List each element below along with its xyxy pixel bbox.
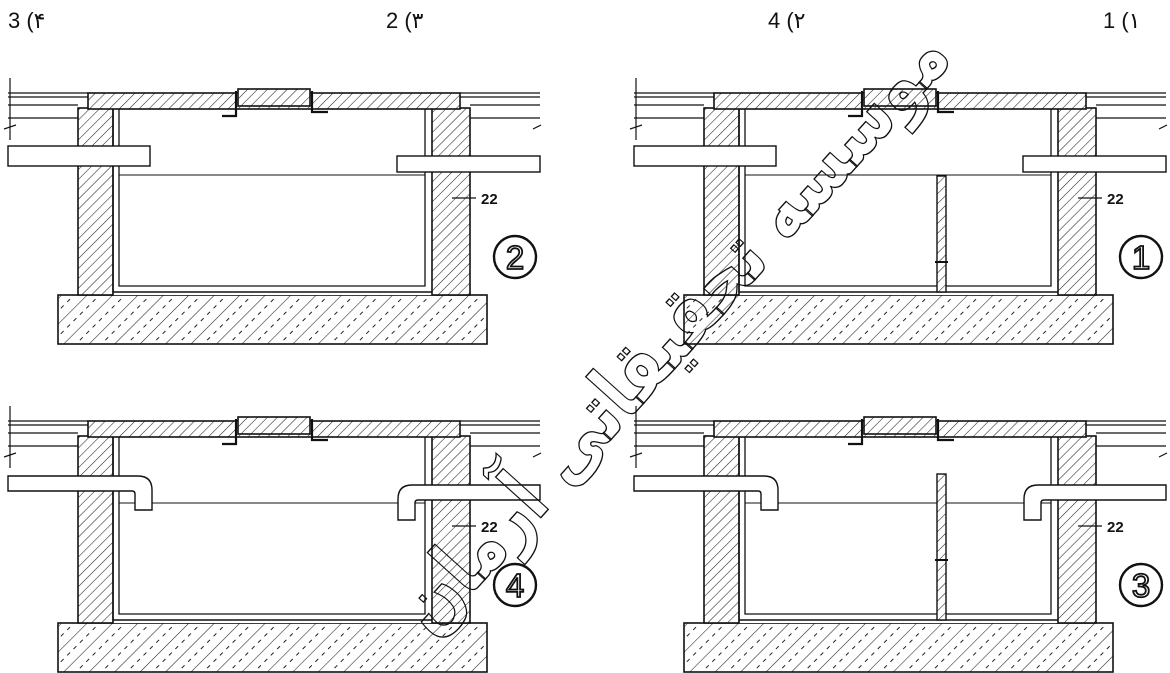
existing-floor-left — [629, 406, 714, 468]
foundation-slab — [683, 622, 1114, 673]
outlet-elbow-pipe — [397, 484, 541, 521]
right-wall — [431, 107, 471, 296]
diagram-number: 3 — [1132, 567, 1150, 604]
option-label-3: 2 (۳ — [386, 8, 424, 33]
existing-floor-left — [629, 78, 714, 140]
diagram-number: 1 — [1132, 239, 1150, 276]
lid-lip-left — [848, 91, 864, 118]
left-wall — [703, 435, 740, 624]
left-wall — [703, 107, 740, 296]
tank-interior — [113, 437, 432, 623]
wall-inner-face — [738, 437, 1058, 621]
right-wall — [431, 435, 471, 624]
diagram-number: 2 — [506, 239, 524, 276]
floor-line — [532, 452, 542, 458]
tank-diagram-3: 22 3 — [629, 406, 1168, 673]
diagram-number-badge: 1 — [1118, 234, 1164, 280]
wall-inner-face — [112, 109, 432, 293]
number-circle — [492, 234, 538, 280]
diagram-number-badge: 2 — [492, 234, 538, 280]
option-label-1: 1 (۱ — [1103, 8, 1141, 33]
lid-lip-left — [222, 419, 238, 446]
dimension-label: 22 — [481, 191, 498, 208]
foundation-slab — [57, 622, 488, 673]
plaster-lining — [744, 109, 1052, 287]
baffle-wall — [936, 175, 947, 293]
floor-line — [3, 124, 17, 130]
baffle-wall — [936, 473, 947, 621]
outlet-elbow-pipe — [1023, 484, 1167, 521]
diagram-number-badge: 4 — [492, 562, 538, 608]
floor-line — [3, 452, 17, 458]
floor-line — [1158, 452, 1168, 458]
floor-line — [1158, 124, 1168, 130]
number-circle — [1118, 562, 1164, 608]
manhole-lid — [863, 88, 937, 107]
left-wall — [77, 107, 114, 296]
dimension-label: 22 — [481, 519, 498, 536]
tank-diagram-1: 22 1 — [629, 78, 1168, 345]
left-wall — [77, 435, 114, 624]
existing-floor-right — [1086, 420, 1168, 458]
inlet-elbow-pipe — [7, 475, 153, 511]
tank-diagram-4: 22 4 — [3, 406, 542, 673]
option-label-4: 3 (۴ — [8, 8, 46, 33]
manhole-lid — [237, 88, 311, 107]
tank-diagram-2: 222 — [3, 78, 542, 345]
plaster-lining — [118, 437, 426, 615]
lid-lip-left — [848, 419, 864, 446]
outlet-pipe — [1022, 155, 1167, 173]
lid-lip-right — [936, 91, 954, 114]
tank-interior — [739, 437, 1058, 623]
plaster-lining — [118, 109, 426, 287]
option-label-2: 4 (۲ — [768, 8, 806, 33]
manhole-lid — [863, 416, 937, 435]
tank-interior — [113, 109, 432, 295]
number-circle — [1118, 234, 1164, 280]
dimension-label: 22 — [1107, 191, 1124, 208]
lid-lip-right — [310, 91, 328, 114]
inlet-pipe — [633, 145, 777, 167]
wall-inner-face — [738, 109, 1058, 293]
wall-inner-face — [112, 437, 432, 621]
floor-line — [629, 124, 643, 130]
lid-lip-left — [222, 91, 238, 118]
number-circle — [492, 562, 538, 608]
foundation-slab — [57, 294, 488, 345]
existing-floor-left — [3, 78, 88, 140]
outlet-pipe — [396, 155, 541, 173]
floor-line — [532, 124, 542, 130]
existing-floor-left — [3, 406, 88, 468]
diagram-number: 4 — [506, 567, 524, 604]
existing-floor-right — [460, 420, 542, 458]
inlet-elbow-pipe — [633, 475, 779, 511]
existing-floor-right — [460, 92, 542, 130]
tank-interior — [739, 109, 1058, 295]
inlet-pipe — [7, 145, 151, 167]
diagram-number-badge: 3 — [1118, 562, 1164, 608]
right-wall — [1057, 107, 1097, 296]
right-wall — [1057, 435, 1097, 624]
lid-lip-right — [936, 419, 954, 442]
plaster-lining — [744, 437, 1052, 615]
lid-lip-right — [310, 419, 328, 442]
foundation-slab — [683, 294, 1114, 345]
manhole-lid — [237, 416, 311, 435]
floor-line — [629, 452, 643, 458]
existing-floor-right — [1086, 92, 1168, 130]
dimension-label: 22 — [1107, 519, 1124, 536]
